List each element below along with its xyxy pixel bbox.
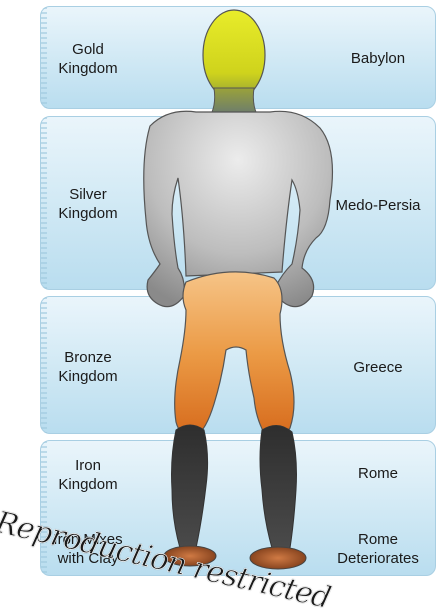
label-greece: Greece [324, 358, 432, 377]
label-rome: Rome [324, 464, 432, 483]
label-medo-persia: Medo-Persia [324, 196, 432, 215]
label-babylon: Babylon [324, 49, 432, 68]
